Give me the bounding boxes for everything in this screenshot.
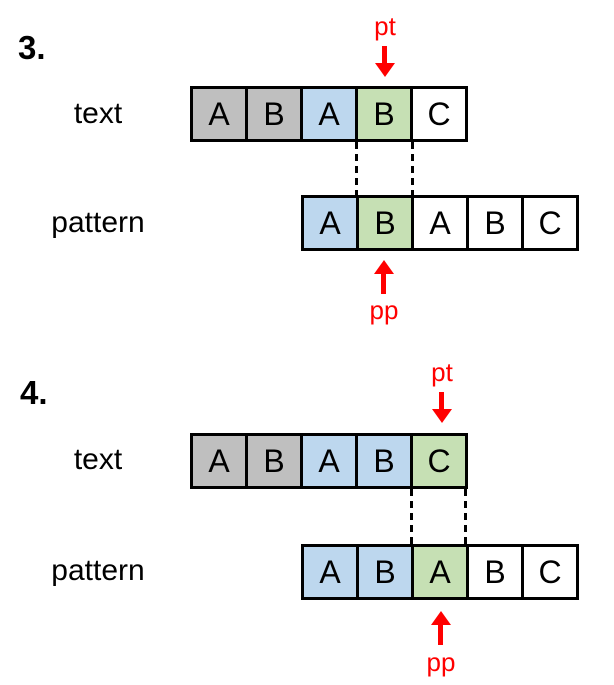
cell-letter: A: [319, 205, 341, 241]
cell: C: [410, 89, 465, 139]
cell-letter: B: [263, 443, 285, 479]
pattern-row-label: pattern: [51, 206, 145, 239]
cell-letter: C: [538, 554, 562, 590]
pp-pointer-label: pp: [369, 295, 399, 325]
cell: A: [300, 436, 355, 486]
cell: B: [466, 547, 521, 597]
cell: A: [411, 198, 466, 248]
cell-letter: A: [319, 554, 341, 590]
match-dash-line-left: [410, 489, 413, 544]
pt-pointer-label: pt: [374, 11, 396, 41]
pt-arrow-down-icon: [439, 392, 444, 410]
cell-letter: B: [374, 554, 396, 590]
cell-letter: A: [208, 443, 230, 479]
cell: B: [356, 547, 411, 597]
cell: A: [304, 198, 356, 248]
cell-letter: C: [427, 443, 451, 479]
cell: A: [411, 547, 466, 597]
match-dash-line-right: [464, 489, 467, 544]
pt-pointer-label: pt: [431, 357, 453, 387]
cell: C: [521, 198, 576, 248]
pp-arrow-up-icon: [438, 624, 443, 645]
step-4-number: 4.: [20, 374, 48, 411]
cell-letter: B: [373, 443, 395, 479]
cell-letter: C: [538, 205, 562, 241]
match-dash-line-right: [411, 142, 414, 195]
text-row-label: text: [73, 443, 123, 476]
cell-letter: A: [208, 96, 230, 132]
match-dash-line-left: [355, 142, 358, 195]
cell: A: [193, 436, 245, 486]
cell: B: [245, 436, 300, 486]
cell: B: [355, 436, 410, 486]
text-row-label: text: [73, 97, 123, 130]
cell-letter: B: [373, 96, 395, 132]
cell: A: [193, 89, 245, 139]
cell: B: [245, 89, 300, 139]
pt-arrow-down-head-icon: [432, 409, 452, 423]
pp-arrow-up-head-icon: [374, 260, 394, 274]
pattern-row-label: pattern: [51, 554, 145, 587]
cell: B: [355, 89, 410, 139]
pp-arrow-up-head-icon: [431, 611, 451, 625]
pt-arrow-down-head-icon: [375, 63, 395, 77]
cell: B: [466, 198, 521, 248]
cell: A: [300, 89, 355, 139]
cell-letter: A: [429, 554, 451, 590]
pp-arrow-up-icon: [381, 273, 386, 294]
pp-pointer-label: pp: [426, 647, 456, 677]
cell-letter: B: [263, 96, 285, 132]
cell: C: [521, 547, 576, 597]
cell-letter: A: [429, 205, 451, 241]
cell: A: [304, 547, 356, 597]
cell-letter: C: [427, 96, 451, 132]
cell-letter: B: [484, 554, 506, 590]
cell-letter: A: [318, 443, 340, 479]
step-3-number: 3.: [18, 29, 46, 66]
cell: C: [410, 436, 465, 486]
cell-letter: B: [484, 205, 506, 241]
cell: B: [356, 198, 411, 248]
cell-letter: B: [374, 205, 396, 241]
cell-letter: A: [318, 96, 340, 132]
pt-arrow-down-icon: [382, 46, 387, 64]
